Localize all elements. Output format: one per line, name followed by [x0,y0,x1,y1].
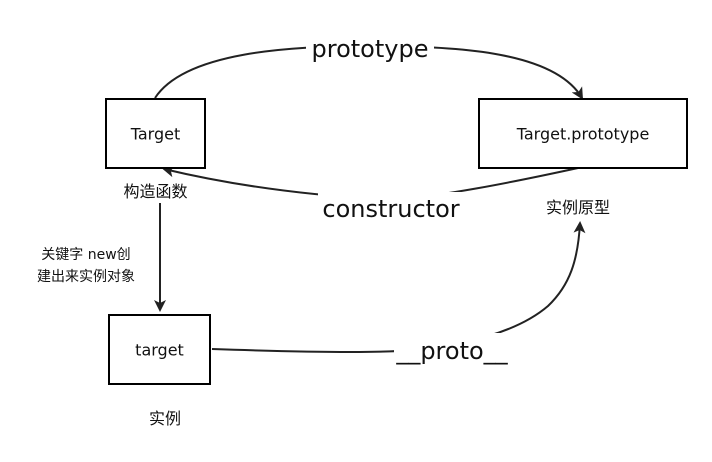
edge-new-label-line-2: 建出来实例对象 [37,269,135,285]
edge-constructor: constructor [162,165,579,226]
edge-constructor-label: constructor [322,195,459,223]
edge-proto-line [211,221,586,354]
node-target-instance: target 实例 [108,314,211,428]
edge-new: 关键字 new创 建出来实例对象 [37,203,166,312]
node-target-prototype-box [478,98,688,169]
edge-prototype-label-bg [306,32,434,64]
edge-new-label-line-1: 关键字 new创 [41,247,130,263]
node-target-constructor-label: Target [130,125,181,144]
edge-proto-label-bg [394,333,510,367]
edge-prototype-label: prototype [312,35,429,63]
edge-proto-label: __proto__ [395,337,508,365]
edge-constructor-label-bg [318,192,464,226]
node-target-prototype-label: Target.prototype [516,125,650,144]
node-target-instance-label: target [135,341,184,360]
node-target-prototype: Target.prototype 实例原型 [478,98,688,217]
node-target-constructor-caption: 构造函数 [123,182,187,201]
edge-prototype: prototype [154,32,584,100]
node-target-constructor-box [105,98,206,169]
node-target-prototype-caption: 实例原型 [546,198,610,217]
edge-proto: __proto__ [211,221,586,367]
node-target-instance-caption: 实例 [149,409,181,428]
node-target-constructor: Target 构造函数 [105,98,206,201]
node-target-instance-box [108,314,211,385]
